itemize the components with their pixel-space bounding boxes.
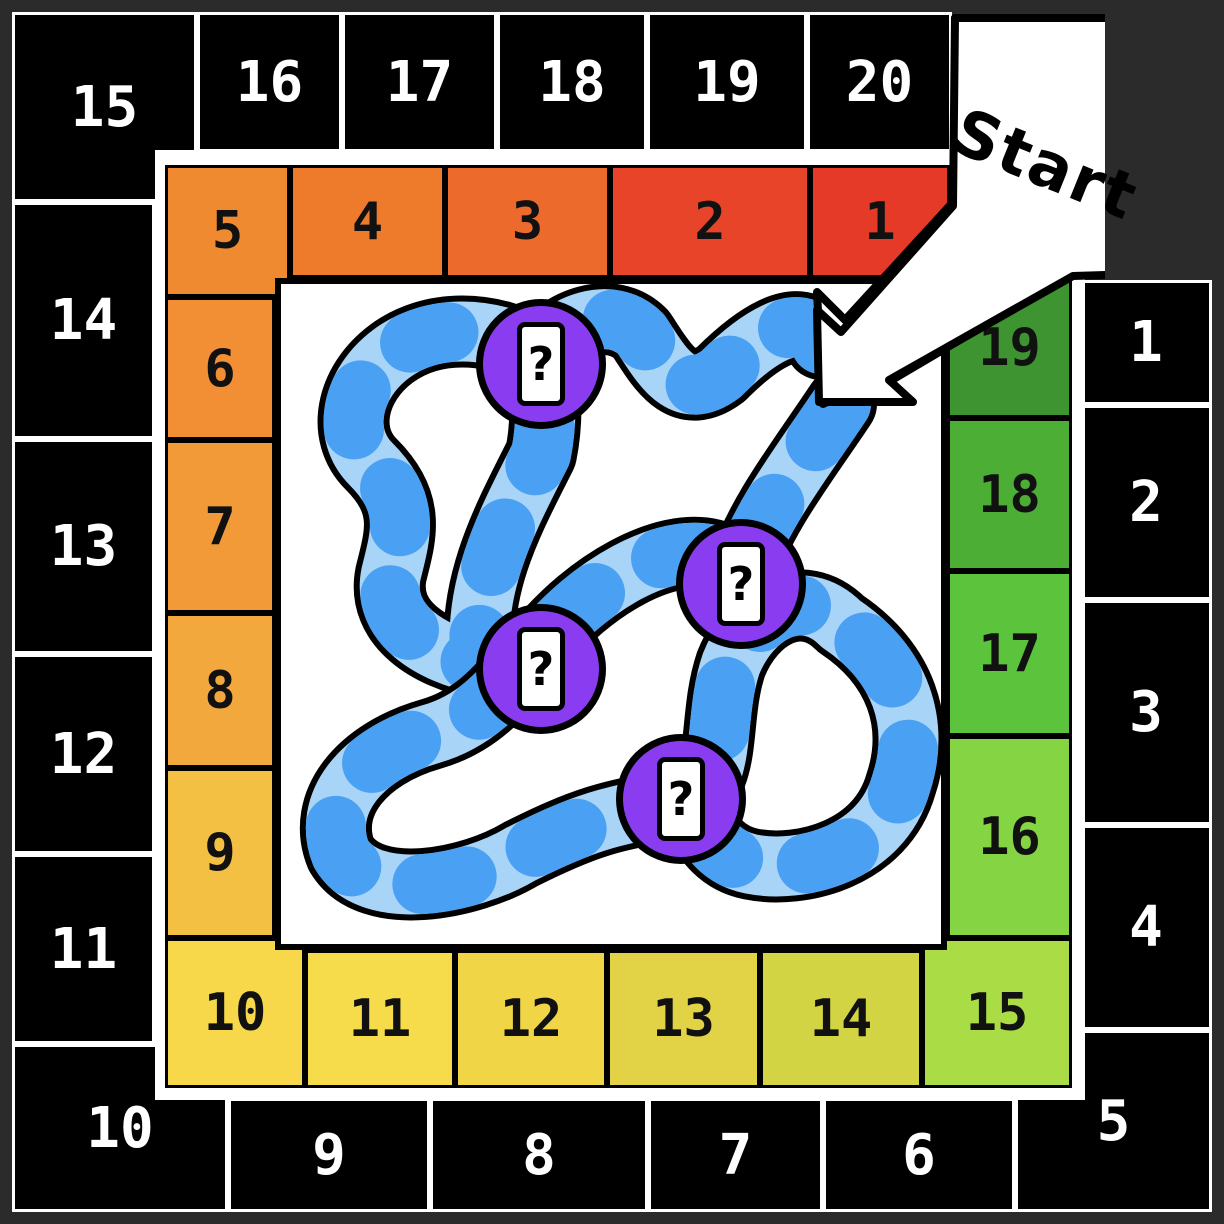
inner-space-number: 9 [204, 823, 236, 883]
outer-space-number: 13 [49, 514, 118, 579]
inner-space-number: 16 [978, 807, 1041, 867]
inner-space[interactable]: 14 [760, 950, 922, 1088]
inner-space-number: 2 [694, 191, 726, 252]
inner-space[interactable]: 10 [165, 938, 305, 1088]
inner-space[interactable]: 1 [810, 165, 950, 278]
outer-space[interactable]: 6 [823, 1098, 1015, 1212]
outer-space-number: 2 [1129, 470, 1163, 535]
outer-space[interactable]: 13 [12, 439, 155, 654]
inner-space[interactable]: 3 [445, 165, 610, 278]
outer-space-number: 15 [70, 74, 139, 140]
start-callout [813, 14, 1105, 408]
inner-space[interactable]: 5 [165, 165, 290, 297]
outer-space-number: 7 [718, 1122, 753, 1188]
inner-space[interactable]: 17 [947, 571, 1072, 736]
inner-space[interactable]: 16 [947, 736, 1072, 938]
phone-question-icon: ? [517, 322, 565, 406]
outer-space[interactable]: 2 [1080, 405, 1212, 600]
outer-space[interactable]: 16 [197, 12, 342, 152]
inner-space[interactable]: 13 [607, 950, 760, 1088]
inner-space-number: 4 [351, 191, 384, 252]
outer-space-number: 20 [845, 49, 914, 115]
inner-space-number: 12 [499, 989, 563, 1049]
mystery-space[interactable]: ? [676, 519, 806, 649]
inner-space-number: 8 [204, 660, 236, 721]
outer-space-number: 11 [49, 916, 118, 982]
outer-space[interactable]: 3 [1080, 600, 1212, 825]
question-glyph: ? [527, 642, 555, 696]
inner-space[interactable]: 6 [165, 297, 275, 440]
outer-space-number: 19 [693, 49, 761, 115]
outer-space-number: 12 [49, 721, 118, 787]
outer-space[interactable]: 18 [497, 12, 647, 152]
inner-space-number: 1 [864, 191, 896, 252]
outer-space-number: 16 [235, 49, 304, 115]
outer-space-number: 10 [86, 1095, 154, 1161]
inner-space-number: 17 [978, 623, 1041, 684]
inner-space-number: 5 [211, 201, 244, 261]
phone-question-icon: ? [657, 757, 705, 841]
inner-space[interactable]: 8 [165, 613, 275, 768]
inner-space[interactable]: 9 [165, 768, 275, 938]
outer-space[interactable]: 15 [12, 12, 197, 202]
mystery-space[interactable]: ? [476, 604, 606, 734]
outer-space-number: 3 [1129, 680, 1163, 745]
inner-space[interactable]: 11 [305, 950, 455, 1088]
inner-space-number: 3 [511, 191, 544, 252]
outer-space[interactable]: 14 [12, 202, 155, 439]
inner-space[interactable]: 12 [455, 950, 607, 1088]
outer-space-number: 9 [312, 1122, 346, 1188]
question-glyph: ? [667, 772, 695, 826]
outer-space-number: 6 [902, 1122, 936, 1188]
outer-space-number: 14 [49, 288, 118, 353]
outer-space[interactable]: 19 [647, 12, 807, 152]
inner-space[interactable]: 2 [610, 165, 810, 278]
inner-space[interactable]: 7 [165, 440, 275, 613]
winding-path [300, 284, 941, 921]
mystery-space[interactable]: ? [616, 734, 746, 864]
question-glyph: ? [527, 337, 555, 391]
outer-space-number: 1 [1129, 310, 1163, 375]
question-glyph: ? [727, 557, 755, 611]
outer-space[interactable]: 4 [1080, 825, 1212, 1030]
inner-space-number: 7 [204, 496, 236, 557]
outer-space[interactable]: 11 [12, 854, 155, 1044]
inner-space[interactable]: 4 [290, 165, 445, 278]
inner-space-number: 13 [652, 989, 715, 1049]
outer-space[interactable]: 9 [228, 1098, 430, 1212]
outer-space[interactable]: 8 [430, 1098, 648, 1212]
inner-space-number: 10 [203, 983, 267, 1043]
inner-space-number: 14 [809, 989, 873, 1049]
phone-question-icon: ? [517, 627, 565, 711]
inner-space[interactable]: 15 [922, 938, 1072, 1088]
outer-space-number: 17 [385, 49, 454, 115]
mystery-space[interactable]: ? [476, 299, 606, 429]
outer-space-number: 4 [1129, 895, 1163, 960]
inner-space-number: 11 [348, 989, 412, 1049]
inner-space-number: 15 [965, 983, 1029, 1043]
outer-space[interactable]: 17 [342, 12, 497, 152]
outer-space-number: 8 [522, 1122, 556, 1188]
outer-space-number: 5 [1096, 1088, 1131, 1154]
inner-space[interactable]: 18 [947, 418, 1072, 571]
outer-space[interactable]: 7 [648, 1098, 823, 1212]
outer-space-number: 18 [538, 49, 606, 115]
inner-space-number: 18 [978, 464, 1041, 525]
inner-space-number: 6 [204, 338, 236, 399]
outer-space[interactable]: 12 [12, 654, 155, 854]
phone-question-icon: ? [717, 542, 765, 626]
